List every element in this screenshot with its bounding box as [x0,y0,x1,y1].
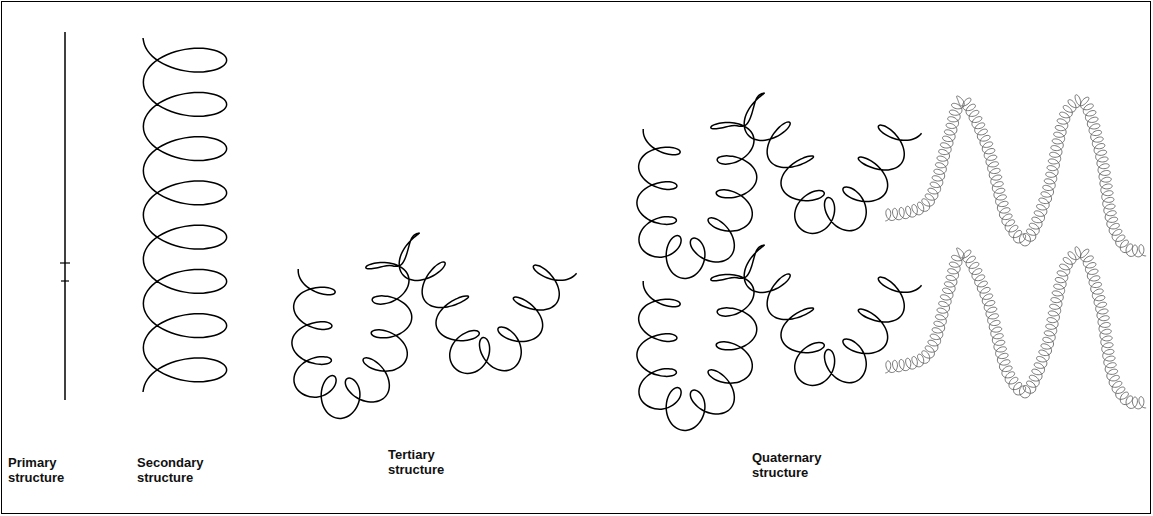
alpha-helix [143,38,227,392]
structure-label: Primary structure [8,456,64,486]
subunit-fold [637,245,922,430]
fine-coil [885,247,1146,409]
chain-tick [60,262,70,263]
structure-label: Secondary structure [137,456,203,486]
chain-tick [61,280,69,281]
tertiary-fold [292,233,577,418]
structure-label: Quaternary structure [752,451,821,481]
structure-label: Tertiary structure [388,448,444,478]
subunit-fold [637,93,922,278]
primary-chain [64,32,66,400]
coil-group [143,38,1146,430]
fine-coil [885,95,1146,257]
